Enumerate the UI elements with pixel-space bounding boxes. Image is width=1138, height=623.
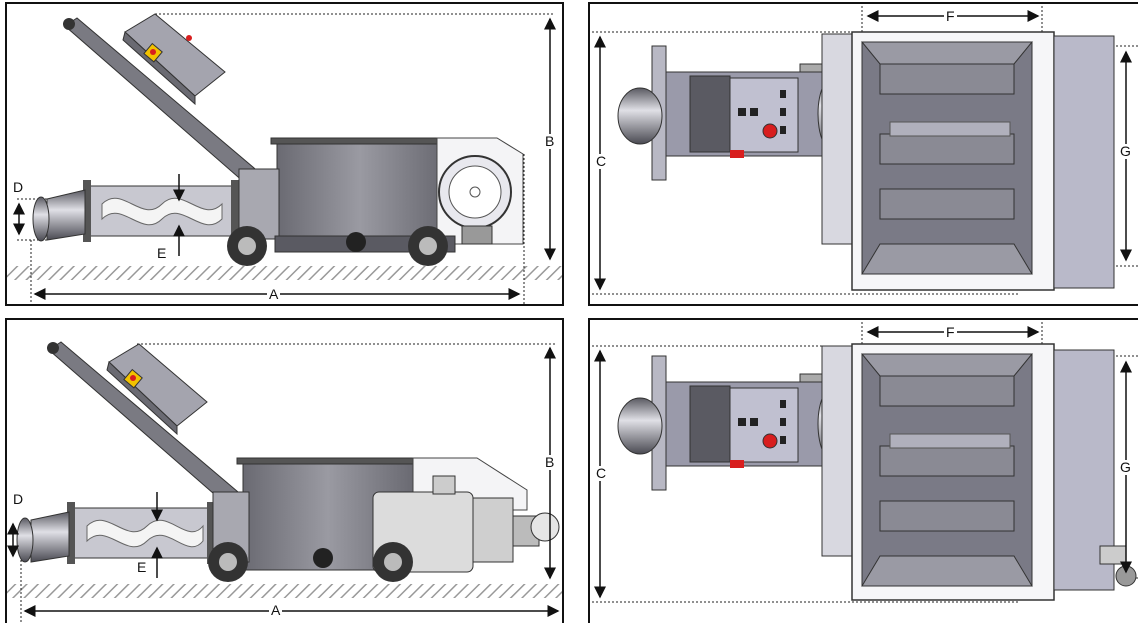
outlet-nozzle bbox=[46, 189, 86, 241]
dim-label-e: E bbox=[137, 559, 147, 575]
side-view-panel-top: A B D E bbox=[5, 2, 564, 306]
side-view-drawing bbox=[7, 13, 562, 304]
plan-view-panel-bottom: C F G bbox=[588, 318, 1138, 623]
dim-label-f: F bbox=[944, 8, 957, 24]
dim-label-a: A bbox=[267, 286, 281, 302]
knob bbox=[313, 548, 333, 568]
ground-hatch bbox=[7, 266, 562, 280]
emergency-stop-icon bbox=[762, 123, 778, 139]
plan-view-panel-top: C F G bbox=[588, 2, 1138, 306]
knob bbox=[346, 232, 366, 252]
dim-label-f: F bbox=[944, 324, 957, 340]
dim-label-a: A bbox=[269, 602, 283, 618]
dim-label-g: G bbox=[1118, 459, 1133, 475]
outlet-nozzle bbox=[30, 511, 70, 563]
motor-plate bbox=[1053, 35, 1115, 289]
dim-label-d: D bbox=[13, 491, 24, 507]
side-view-panel-bottom: A B D E bbox=[5, 318, 564, 623]
hopper bbox=[276, 141, 443, 248]
dim-label-b: B bbox=[543, 133, 557, 149]
plan-view-drawing-alt bbox=[592, 322, 1138, 603]
emergency-stop-icon bbox=[762, 433, 778, 449]
dim-label-c: C bbox=[594, 465, 609, 481]
side-view-drawing-alt bbox=[7, 341, 562, 623]
dim-label-g: G bbox=[1118, 143, 1133, 159]
dim-label-b: B bbox=[543, 454, 557, 470]
ground-hatch bbox=[7, 584, 562, 598]
plan-view-drawing bbox=[592, 6, 1138, 295]
dim-label-e: E bbox=[157, 245, 167, 261]
dim-label-c: C bbox=[594, 153, 609, 169]
dim-label-d: D bbox=[13, 179, 24, 195]
